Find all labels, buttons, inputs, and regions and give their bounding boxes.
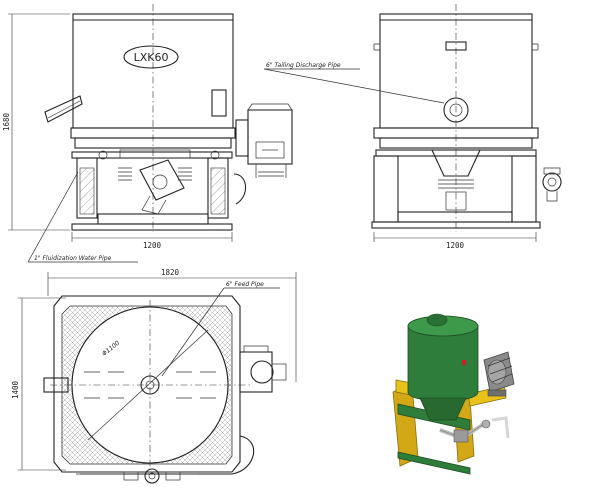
motor-plan [239, 345, 287, 393]
render-motor [483, 351, 515, 397]
front-height-dimension: 1680 [2, 112, 11, 131]
render-3d [392, 313, 515, 475]
side-width-dimension: 1200 [446, 241, 465, 250]
plan-view: 1820 1400 Φ1100 6" Feed Pipe [11, 268, 297, 484]
side-valve [542, 167, 562, 202]
front-view: LXK60 [2, 4, 293, 263]
model-badge: LXK60 [123, 45, 179, 69]
plan-width-dimension: 1820 [161, 268, 180, 277]
drive-assembly-front [139, 159, 185, 215]
front-width-dimension: 1200 [143, 241, 162, 250]
fluidization-pipe-label: 1" Fluidization Water Pipe [34, 255, 112, 262]
feed-pipe-label: 6" Feed Pipe [226, 281, 264, 288]
tailing-pipe-label: 6" Tailing Discharge Pipe [266, 62, 341, 69]
plan-valve [76, 468, 198, 484]
plan-height-dimension: 1400 [11, 380, 20, 399]
side-view: 6" Tailing Discharge Pipe 1200 [263, 4, 562, 250]
plan-diameter-label: Φ1100 [101, 340, 121, 358]
motor-front [235, 103, 293, 178]
model-label: LXK60 [134, 51, 169, 64]
